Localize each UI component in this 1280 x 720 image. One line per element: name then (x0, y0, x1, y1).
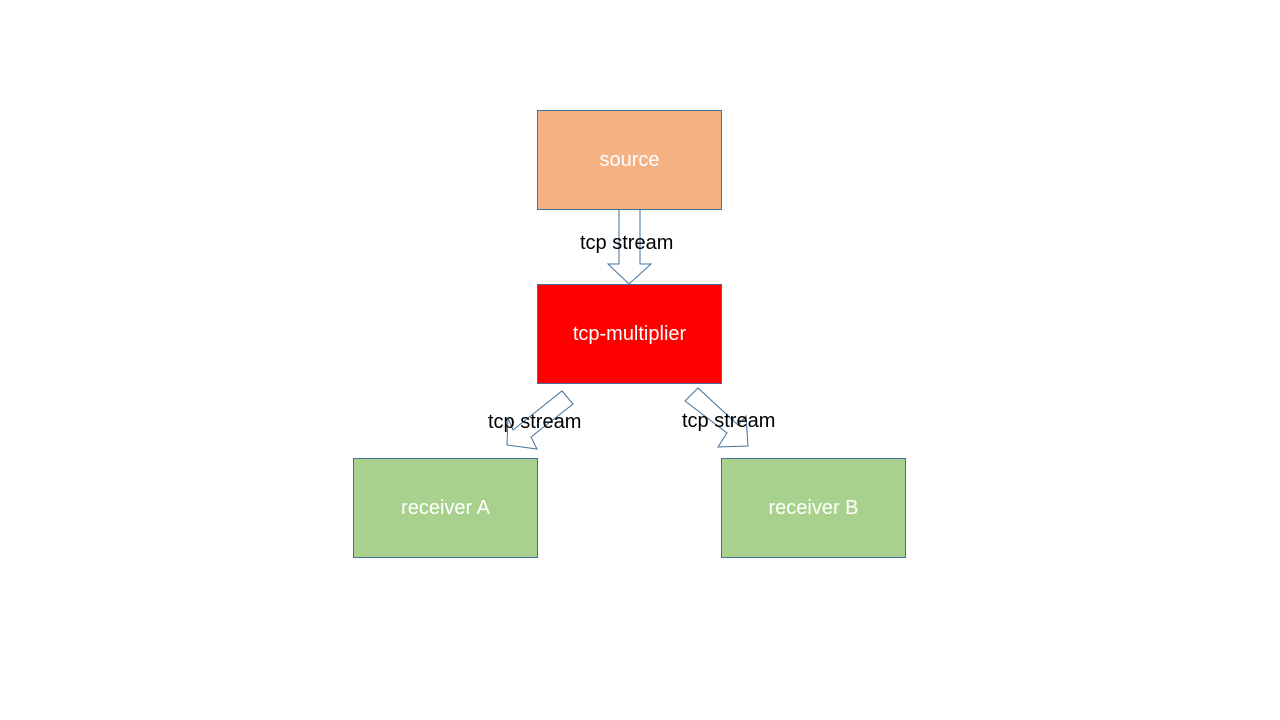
edge-label-multiplier-to-receiver-a: tcp stream (488, 411, 582, 433)
node-source: source (537, 110, 722, 210)
node-receiver-b: receiver B (721, 458, 906, 558)
node-receiver-a-label: receiver A (401, 496, 490, 519)
node-source-label: source (599, 148, 660, 171)
block-arrow-down-left-icon (506, 390, 574, 450)
node-tcp-multiplier: tcp-multiplier (537, 284, 722, 384)
block-arrow-down-right-icon (684, 387, 749, 448)
edge-label-source-to-multiplier: tcp stream (580, 232, 674, 254)
node-receiver-b-label: receiver B (768, 496, 859, 519)
node-receiver-a: receiver A (353, 458, 538, 558)
node-tcp-multiplier-label: tcp-multiplier (572, 322, 687, 345)
edge-label-multiplier-to-receiver-b: tcp stream (682, 410, 776, 432)
block-arrow-down-icon (606, 208, 653, 285)
